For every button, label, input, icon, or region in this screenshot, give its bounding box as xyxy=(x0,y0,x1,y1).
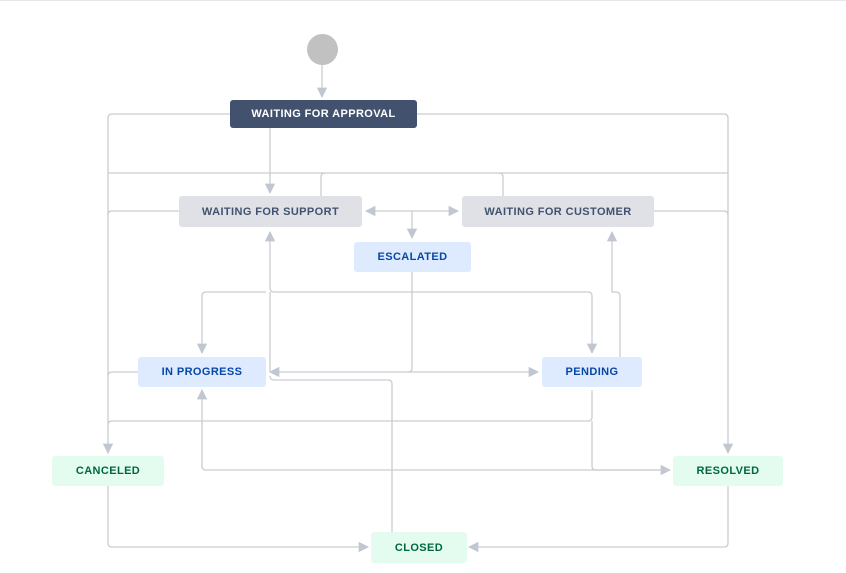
status-waiting-for-support[interactable]: WAITING FOR SUPPORT xyxy=(179,196,362,227)
edge-escalated-down xyxy=(407,272,413,373)
edge-inprogress-left xyxy=(107,371,138,377)
edge-support-up xyxy=(320,172,326,196)
edge-hub-to-pending xyxy=(274,291,598,355)
status-in-progress[interactable]: IN PROGRESS xyxy=(138,357,266,387)
start-node xyxy=(307,34,338,65)
edge-pending-to-customer xyxy=(606,230,621,357)
status-canceled[interactable]: CANCELED xyxy=(52,456,164,486)
status-waiting-for-customer[interactable]: WAITING FOR CUSTOMER xyxy=(462,196,654,227)
edge-resolved-to-closed xyxy=(467,486,729,553)
edge-pending-to-resolved xyxy=(591,421,672,476)
top-divider xyxy=(0,0,846,1)
status-closed[interactable]: CLOSED xyxy=(371,532,467,563)
edge-hub-curve xyxy=(269,287,275,293)
edge-closed-up xyxy=(269,375,393,532)
status-escalated[interactable]: ESCALATED xyxy=(354,242,471,272)
edge-customer-up xyxy=(498,172,504,196)
edge-resolved-to-inprogress xyxy=(196,388,670,471)
edge-hub-to-inprogress xyxy=(196,291,266,355)
status-waiting-for-approval[interactable]: WAITING FOR APPROVAL xyxy=(230,100,417,128)
edge-approval-to-resolved xyxy=(417,113,734,455)
status-pending[interactable]: PENDING xyxy=(542,357,642,387)
edge-approval-to-canceled xyxy=(102,113,230,455)
edge-customer-right xyxy=(654,210,729,216)
edge-pending-cancel xyxy=(107,390,593,426)
edge-support-left xyxy=(107,210,179,216)
edge-canceled-to-closed xyxy=(107,486,370,553)
status-resolved[interactable]: RESOLVED xyxy=(673,456,783,486)
